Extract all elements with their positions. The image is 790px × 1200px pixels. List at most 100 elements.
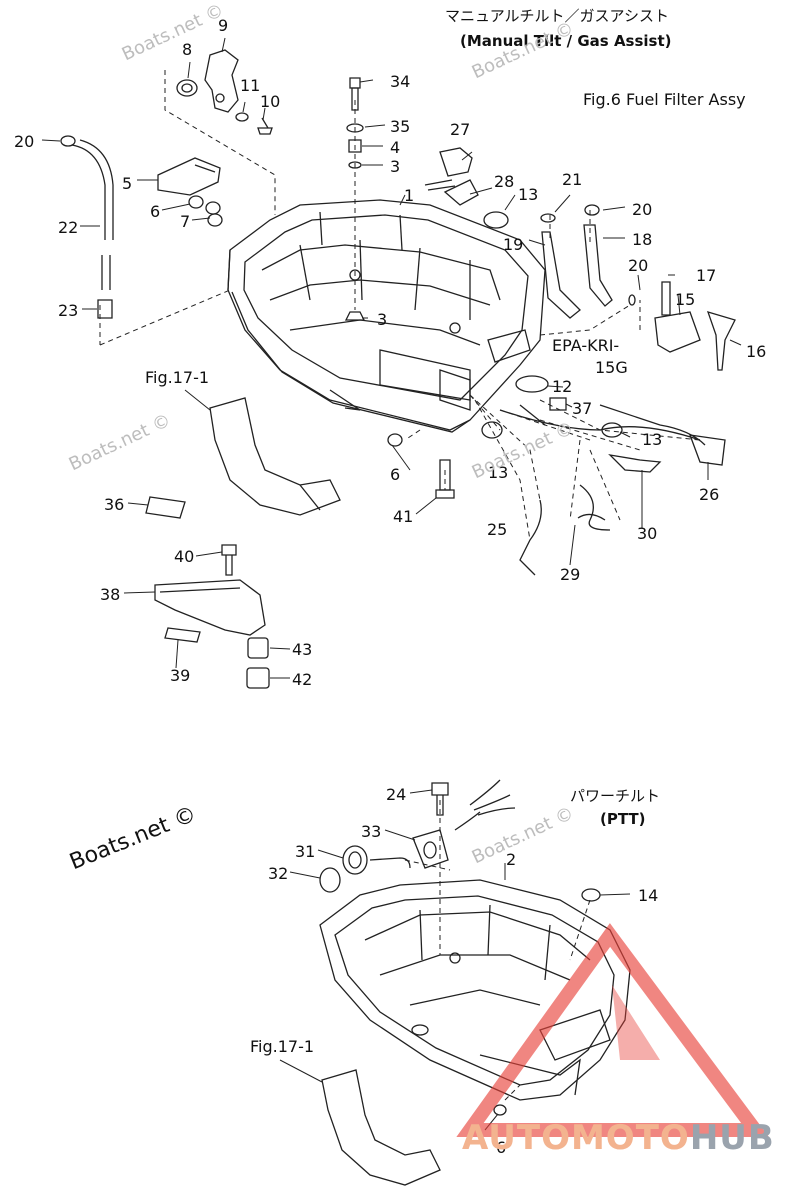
- grommet-part-31: [342, 845, 411, 875]
- callout-8: 8: [182, 40, 193, 59]
- handle-part-38: [154, 579, 266, 636]
- callout-16: 16: [746, 342, 767, 361]
- callout-15: 15: [675, 290, 696, 309]
- callout-10: 10: [260, 92, 281, 111]
- lever-part-5: [157, 157, 221, 196]
- callout-41: 41: [393, 507, 414, 526]
- grommet-part-14: [581, 888, 601, 902]
- callout-3-center: 3: [377, 310, 388, 329]
- grommet-part-13-right: [601, 422, 623, 438]
- callout-11: 11: [240, 76, 261, 95]
- bolt-part-40: [221, 544, 237, 576]
- brand-wordmark: AUTOMOTOHUB: [462, 1118, 775, 1158]
- fuel-hose-part-19: [540, 213, 581, 319]
- ring-part-32: [319, 867, 341, 893]
- label-epa-line2: 15G: [595, 358, 628, 377]
- title-ptt-jp: パワーチルト: [570, 787, 661, 805]
- callout-36: 36: [104, 495, 125, 514]
- callout-18: 18: [632, 230, 653, 249]
- callout-30: 30: [637, 524, 658, 543]
- callout-7: 7: [180, 212, 191, 231]
- callout-31: 31: [295, 842, 316, 861]
- title-manual-tilt-en: (Manual Tilt / Gas Assist): [460, 32, 672, 50]
- fuel-hose-part-18: [583, 204, 636, 307]
- bolt-part-41: [435, 459, 455, 499]
- callout-4: 4: [390, 138, 401, 157]
- title-ptt-en: (PTT): [600, 810, 646, 828]
- bolt-stack-34-35-4-3: [344, 77, 366, 321]
- fuel-filter-part-15: [654, 281, 736, 371]
- steering-arm-fig17-bottom: [321, 1069, 441, 1186]
- pad-part-39: [164, 627, 201, 643]
- callout-2: 2: [506, 850, 517, 869]
- title-fuel-filter-assy: Fig.6 Fuel Filter Assy: [583, 90, 746, 109]
- callout-43: 43: [292, 640, 313, 659]
- clip-part-37: [549, 397, 567, 411]
- wire-lead-bottom: [454, 779, 516, 831]
- callout-6-bottom: 6: [496, 1138, 507, 1157]
- callout-17: 17: [696, 266, 717, 285]
- label-fig17-top: Fig.17-1: [145, 368, 210, 387]
- wiring-harness: [499, 404, 726, 576]
- callout-39: 39: [170, 666, 191, 685]
- callout-38: 38: [100, 585, 121, 604]
- callout-9: 9: [218, 16, 229, 35]
- callout-27: 27: [450, 120, 471, 139]
- callout-32: 32: [268, 864, 289, 883]
- callout-40: 40: [174, 547, 195, 566]
- callout-25: 25: [487, 520, 508, 539]
- callout-leaders: [41, 37, 742, 1131]
- brand-logo-triangle: [456, 923, 769, 1137]
- callout-1: 1: [404, 186, 415, 205]
- brand-wordmark-part2: HUB: [689, 1118, 775, 1158]
- title-manual-tilt-jp: マニュアルチルト／ガスアシスト: [445, 7, 669, 25]
- callout-12: 12: [552, 377, 573, 396]
- grommet-part-42: [246, 667, 270, 689]
- callout-19: 19: [503, 235, 524, 254]
- lower-cover-ptt: [319, 879, 631, 1101]
- cap-part-12: [515, 375, 549, 393]
- washer-part-6: [387, 433, 403, 447]
- bolt-part-24: [431, 782, 449, 816]
- washer-part-6-bottom: [493, 1104, 507, 1116]
- callout-28: 28: [494, 172, 515, 191]
- grommet-part-43: [247, 637, 269, 659]
- callout-22: 22: [58, 218, 79, 237]
- callout-6-top: 6: [150, 202, 161, 221]
- grommet-part-8: [176, 79, 198, 97]
- grommet-part-13-center: [481, 421, 503, 439]
- solenoid-part-27: [424, 147, 479, 206]
- callout-24: 24: [386, 785, 407, 804]
- callout-34: 34: [390, 72, 411, 91]
- bolt-part-10: [257, 117, 273, 135]
- grommet-part-13-top: [483, 211, 509, 229]
- bushing-parts-6-7: [188, 195, 223, 227]
- callout-20-right: 20: [628, 256, 649, 275]
- callout-13-top: 13: [518, 185, 539, 204]
- callout-35: 35: [390, 117, 411, 136]
- callout-20-right-top: 20: [632, 200, 653, 219]
- hose-part-22: [60, 135, 114, 319]
- callout-21: 21: [562, 170, 583, 189]
- callout-3-top: 3: [390, 157, 401, 176]
- callout-13-center: 13: [488, 463, 509, 482]
- insulator-part-36: [145, 496, 186, 519]
- callout-42: 42: [292, 670, 313, 689]
- callout-33: 33: [361, 822, 382, 841]
- callout-6-middle: 6: [390, 465, 401, 484]
- lower-cover-manual-tilt: [227, 199, 546, 433]
- steering-arm-fig17-top: [209, 397, 341, 516]
- callout-37: 37: [572, 399, 593, 418]
- brand-wordmark-part1: AUTOMOTO: [462, 1118, 690, 1158]
- callout-23: 23: [58, 301, 79, 320]
- callout-5: 5: [122, 174, 133, 193]
- label-epa-line1: EPA-KRI-: [552, 336, 620, 355]
- callout-26: 26: [699, 485, 720, 504]
- label-fig17-bottom: Fig.17-1: [250, 1037, 315, 1056]
- cover-plate-part-33: [412, 829, 449, 869]
- callout-20-left: 20: [14, 132, 35, 151]
- washer-part-11: [235, 112, 249, 122]
- callout-13-right: 13: [642, 430, 663, 449]
- bracket-part-9: [204, 49, 239, 113]
